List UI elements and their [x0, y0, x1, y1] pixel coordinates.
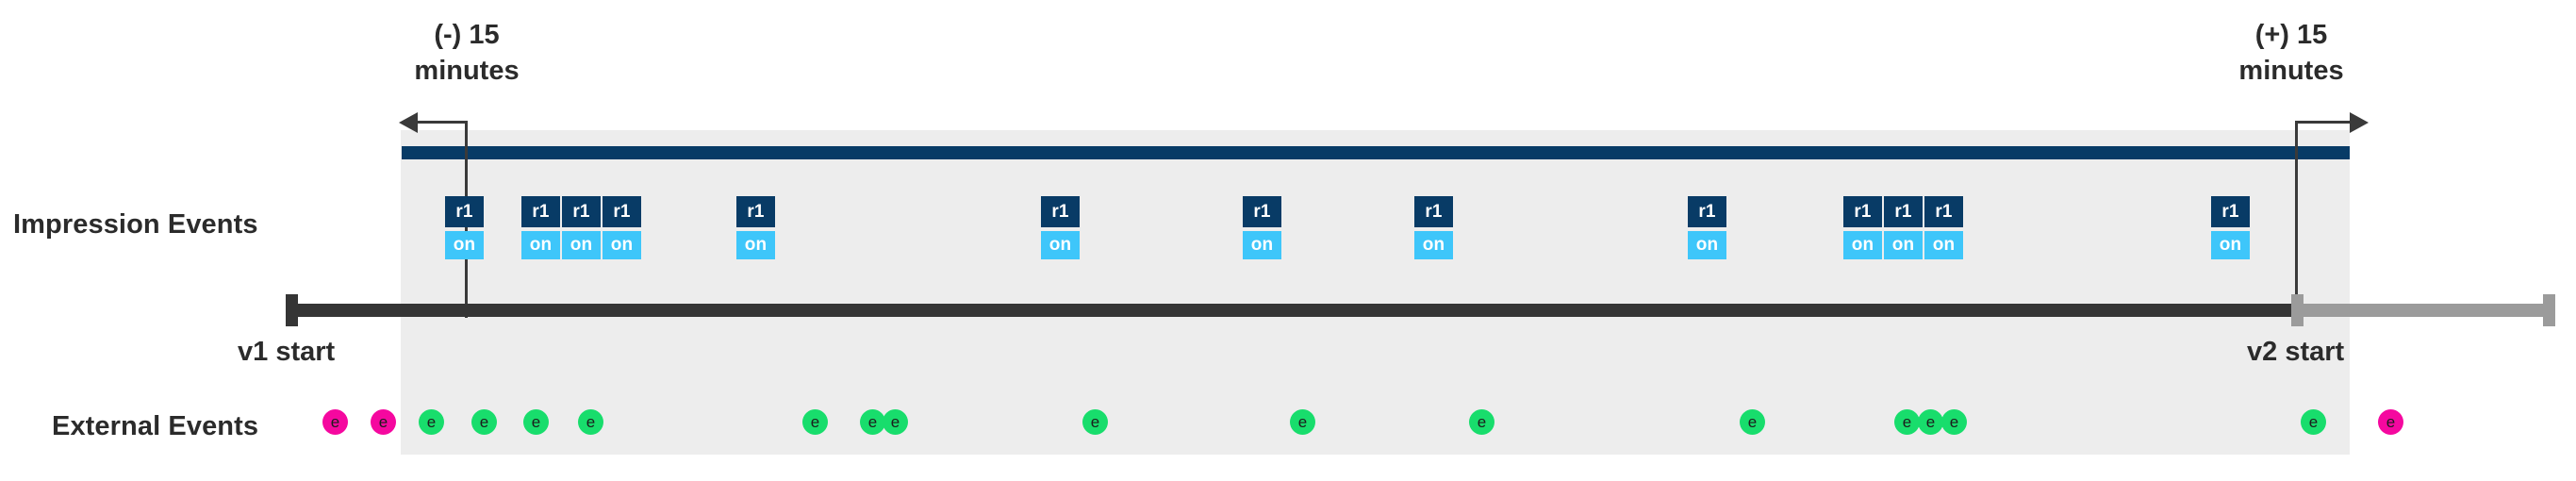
impression-request-badge: r1	[1243, 196, 1281, 227]
right-arrow-icon	[2350, 112, 2369, 133]
impression-state-badge: on	[603, 231, 641, 259]
impression-request-badge: r1	[445, 196, 484, 227]
v1-start-caption: v1 start	[238, 337, 336, 367]
left-offset-callout-line1: (-) 15	[434, 20, 500, 50]
impression-state-badge: on	[562, 231, 601, 259]
timeline-segment-v1	[291, 304, 2300, 317]
impression-event-badge-pair: r1 on	[521, 196, 560, 259]
impression-events-row-label: Impression Events	[13, 209, 258, 240]
impression-state-badge: on	[445, 231, 484, 259]
right-offset-leader-line	[2297, 121, 2352, 124]
impression-event-badge-pair: r1 on	[1924, 196, 1963, 259]
impression-event-badge-pair: r1 on	[562, 196, 601, 259]
left-offset-callout-line2: minutes	[414, 56, 520, 86]
impression-request-badge: r1	[1414, 196, 1453, 227]
impression-event-badge-pair: r1 on	[1041, 196, 1080, 259]
impression-event-badge-pair: r1 on	[1884, 196, 1923, 259]
external-event-dot-inside-window: e	[1082, 409, 1108, 435]
right-offset-callout-line2: minutes	[2238, 56, 2344, 86]
impression-request-badge: r1	[1843, 196, 1882, 227]
timeline-cap-v2-end	[2543, 294, 2555, 326]
impression-event-badge-pair: r1 on	[736, 196, 775, 259]
impression-event-badge-pair: r1 on	[1688, 196, 1726, 259]
impression-state-badge: on	[521, 231, 560, 259]
external-event-dot-inside-window: e	[523, 409, 549, 435]
v2-start-caption: v2 start	[2247, 337, 2345, 367]
impression-state-badge: on	[1884, 231, 1923, 259]
impression-state-badge: on	[1243, 231, 1281, 259]
impression-request-badge: r1	[521, 196, 560, 227]
external-event-dot-inside-window: e	[802, 409, 828, 435]
external-event-dot-inside-window: e	[1918, 409, 1943, 435]
timeline-cap-v2-start	[2291, 294, 2304, 326]
impression-event-badge-pair: r1 on	[1843, 196, 1882, 259]
impression-state-badge: on	[2211, 231, 2250, 259]
external-event-dot-inside-window: e	[1894, 409, 1920, 435]
right-offset-callout: (+) 15 minutes	[2183, 17, 2400, 89]
impression-state-badge: on	[1688, 231, 1726, 259]
impression-request-badge: r1	[1688, 196, 1726, 227]
impression-request-badge: r1	[1924, 196, 1963, 227]
external-event-dot-inside-window: e	[860, 409, 885, 435]
impression-state-badge: on	[1924, 231, 1963, 259]
external-event-dot-outside-window: e	[2378, 409, 2403, 435]
external-event-dot-inside-window: e	[1290, 409, 1315, 435]
external-event-dot-inside-window: e	[419, 409, 444, 435]
impression-request-badge: r1	[1884, 196, 1923, 227]
impression-state-badge: on	[1843, 231, 1882, 259]
external-event-dot-inside-window: e	[578, 409, 603, 435]
impression-event-badge-pair: r1 on	[603, 196, 641, 259]
impression-event-badge-pair: r1 on	[1243, 196, 1281, 259]
impression-event-badge-pair: r1 on	[1414, 196, 1453, 259]
external-events-row-label: External Events	[52, 411, 259, 441]
impression-state-badge: on	[1414, 231, 1453, 259]
external-event-dot-outside-window: e	[371, 409, 396, 435]
external-event-dot-inside-window: e	[1740, 409, 1765, 435]
impression-request-badge: r1	[736, 196, 775, 227]
left-offset-callout: (-) 15 minutes	[358, 17, 575, 89]
right-window-boundary-line	[2295, 121, 2298, 309]
left-offset-leader-line	[412, 121, 467, 124]
impression-event-badge-pair: r1 on	[2211, 196, 2250, 259]
timeline-segment-v2	[2297, 304, 2552, 317]
impression-request-badge: r1	[562, 196, 601, 227]
external-event-dot-inside-window: e	[471, 409, 497, 435]
external-event-dot-outside-window: e	[322, 409, 348, 435]
impression-state-badge: on	[1041, 231, 1080, 259]
external-event-dot-inside-window: e	[2301, 409, 2326, 435]
impression-request-badge: r1	[2211, 196, 2250, 227]
impression-event-badge-pair: r1 on	[445, 196, 484, 259]
right-offset-callout-line1: (+) 15	[2254, 20, 2328, 50]
impression-request-badge: r1	[1041, 196, 1080, 227]
timeline-cap-v1-start	[286, 294, 298, 326]
observation-window-band	[401, 130, 2350, 455]
impression-request-badge: r1	[603, 196, 641, 227]
external-event-dot-inside-window: e	[1469, 409, 1494, 435]
left-arrow-icon	[399, 112, 418, 133]
external-event-dot-inside-window: e	[1941, 409, 1967, 435]
impression-state-badge: on	[736, 231, 775, 259]
version-v1-active-bar	[402, 146, 2350, 159]
external-event-dot-inside-window: e	[883, 409, 908, 435]
